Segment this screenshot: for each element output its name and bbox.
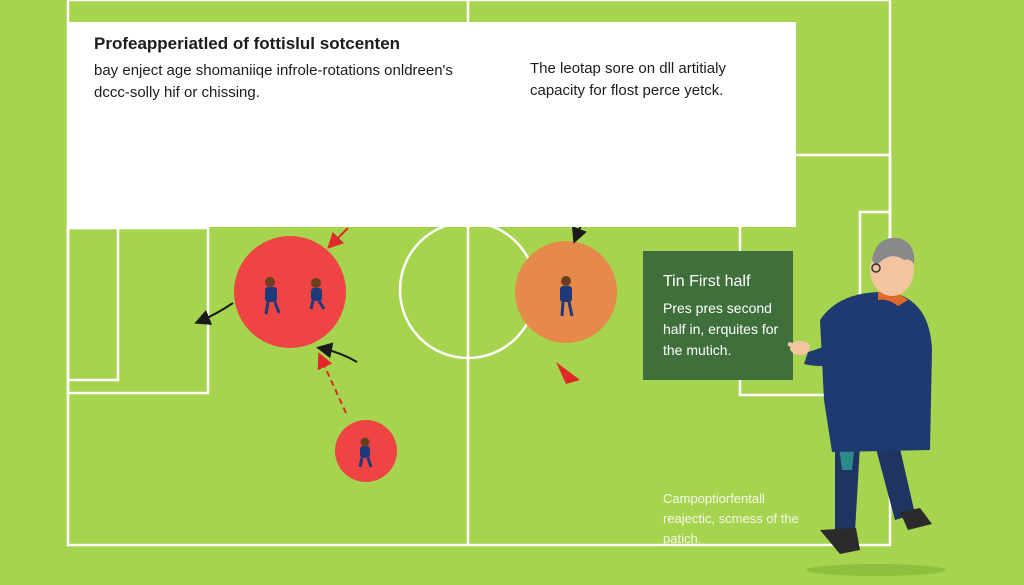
box-body: Pres pres second half in, erquites for t…: [663, 300, 779, 358]
first-half-box: Tin First half Pres pres second half in,…: [643, 251, 793, 380]
red-zone-main: [234, 236, 346, 348]
aside-text: The leotap sore on dll artitialy capacit…: [530, 60, 726, 99]
pitch-caption: Campoptiorfentall reajectic, scmess of t…: [663, 491, 799, 546]
player-figure: [358, 437, 373, 468]
header-card: Profeapperiatled of fottislul sotcenten …: [68, 22, 796, 227]
player-figure: [560, 276, 574, 317]
coach-figure: [787, 237, 946, 576]
box-title: Tin First half: [663, 273, 751, 290]
player-figure: [309, 278, 326, 310]
player-figure: [264, 277, 281, 315]
page-title: Profeapperiatled of fottislul sotcenten: [94, 34, 401, 53]
intro-text: bay enject age shomaniiqe infrole-rotati…: [94, 62, 453, 101]
red-arrow-head: [556, 362, 580, 384]
orange-zone: [515, 241, 617, 343]
red-zone-bottom: [335, 420, 397, 482]
